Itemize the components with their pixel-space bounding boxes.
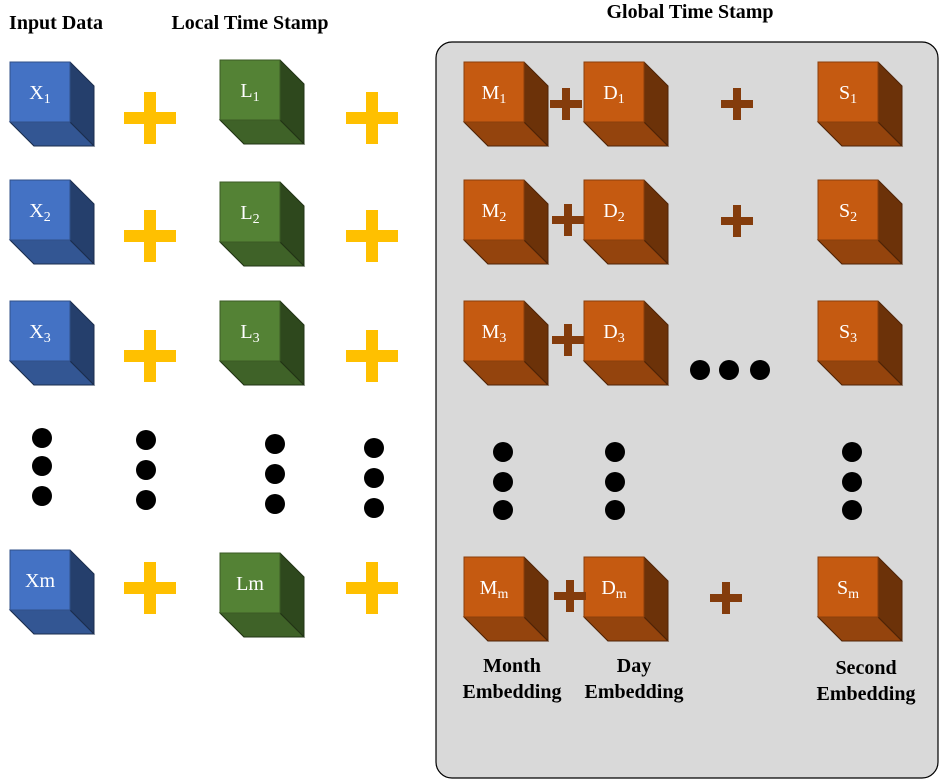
vertical-ellipsis-5-dot-3 (493, 500, 513, 520)
day-cube-2-label: D2 (603, 200, 624, 225)
day-cube-1-label: D1 (603, 82, 624, 107)
caption-second-line2: Embedding (817, 683, 916, 705)
local-cube-2-label: L2 (240, 202, 259, 227)
vertical-ellipsis-2-dot-1 (136, 430, 156, 450)
horizontal-ellipsis-dot-3 (750, 360, 770, 380)
vertical-ellipsis-1-dot-3 (32, 486, 52, 506)
horizontal-ellipsis-dot-2 (719, 360, 739, 380)
vertical-ellipsis-7-dot-2 (842, 472, 862, 492)
plus-local-global-3 (346, 330, 398, 382)
plus-day-second-m (710, 582, 742, 614)
vertical-ellipsis-4-dot-1 (364, 438, 384, 458)
input-cube-2-label: X2 (29, 200, 50, 225)
plus-day-second-2 (721, 205, 753, 237)
vertical-ellipsis-3-dot-2 (265, 464, 285, 484)
local-cube-4: Lm (218, 552, 306, 638)
plus-local-global-2 (346, 210, 398, 262)
day-cube-3-label: D3 (603, 321, 624, 346)
input-cube-4: Xm (8, 549, 96, 635)
month-cube-2-label: M2 (482, 200, 507, 225)
vertical-ellipsis-2-dot-2 (136, 460, 156, 480)
header-local-time-stamp: Local Time Stamp (171, 12, 328, 34)
vertical-ellipsis-3-dot-3 (265, 494, 285, 514)
month-cube-3-label: M3 (482, 321, 507, 346)
header-global-time-stamp: Global Time Stamp (606, 1, 773, 23)
horizontal-ellipsis-dot-1 (690, 360, 710, 380)
caption-day-line1: Day (617, 655, 651, 677)
second-cube-2-label: S2 (839, 200, 857, 225)
second-cube-4: Sm (816, 556, 904, 642)
input-cube-2: X2 (8, 179, 96, 265)
header-input-data: Input Data (9, 12, 103, 34)
month-cube-1-label: M1 (482, 82, 507, 107)
second-cube-1-label: S1 (839, 82, 857, 107)
vertical-ellipsis-7-dot-1 (842, 442, 862, 462)
second-cube-1: S1 (816, 61, 904, 147)
local-cube-1-label: L1 (240, 80, 259, 105)
plus-month-day-3 (552, 324, 584, 356)
local-cube-4-label: Lm (236, 573, 264, 595)
second-cube-4-label: Sm (837, 577, 859, 602)
month-cube-3: M3 (462, 300, 550, 386)
plus-local-global-1 (346, 92, 398, 144)
input-cube-3: X3 (8, 300, 96, 386)
vertical-ellipsis-1-dot-1 (32, 428, 52, 448)
second-cube-2: S2 (816, 179, 904, 265)
vertical-ellipsis-5-dot-2 (493, 472, 513, 492)
second-cube-3-label: S3 (839, 321, 857, 346)
month-cube-1: M1 (462, 61, 550, 147)
vertical-ellipsis-6-dot-3 (605, 500, 625, 520)
input-cube-3-label: X3 (29, 321, 50, 346)
local-cube-2: L2 (218, 181, 306, 267)
plus-month-day-2 (552, 204, 584, 236)
input-cube-1-label: X1 (29, 82, 50, 107)
vertical-ellipsis-6-dot-1 (605, 442, 625, 462)
local-cube-3-label: L3 (240, 321, 259, 346)
day-cube-2: D2 (582, 179, 670, 265)
plus-input-local-1 (124, 92, 176, 144)
plus-input-local-2 (124, 210, 176, 262)
day-cube-4-label: Dm (601, 577, 626, 602)
vertical-ellipsis-4-dot-3 (364, 498, 384, 518)
vertical-ellipsis-4-dot-2 (364, 468, 384, 488)
vertical-ellipsis-1-dot-2 (32, 456, 52, 476)
second-cube-3: S3 (816, 300, 904, 386)
caption-second-line1: Second (835, 657, 896, 679)
caption-month-line1: Month (483, 655, 541, 677)
input-cube-1: X1 (8, 61, 96, 147)
plus-day-second-1 (721, 88, 753, 120)
plus-local-global-4 (346, 562, 398, 614)
vertical-ellipsis-6-dot-2 (605, 472, 625, 492)
local-cube-3: L3 (218, 300, 306, 386)
month-cube-4: Mm (462, 556, 550, 642)
local-cube-1: L1 (218, 59, 306, 145)
day-cube-4: Dm (582, 556, 670, 642)
vertical-ellipsis-7-dot-3 (842, 500, 862, 520)
input-cube-4-label: Xm (25, 570, 55, 592)
plus-input-local-4 (124, 562, 176, 614)
day-cube-3: D3 (582, 300, 670, 386)
plus-month-day-m (554, 580, 586, 612)
vertical-ellipsis-2-dot-3 (136, 490, 156, 510)
vertical-ellipsis-3-dot-1 (265, 434, 285, 454)
month-cube-2: M2 (462, 179, 550, 265)
vertical-ellipsis-5-dot-1 (493, 442, 513, 462)
plus-month-day-1 (550, 88, 582, 120)
caption-day-line2: Embedding (585, 681, 684, 703)
plus-input-local-3 (124, 330, 176, 382)
month-cube-4-label: Mm (480, 577, 509, 602)
caption-month-line2: Embedding (463, 681, 562, 703)
day-cube-1: D1 (582, 61, 670, 147)
